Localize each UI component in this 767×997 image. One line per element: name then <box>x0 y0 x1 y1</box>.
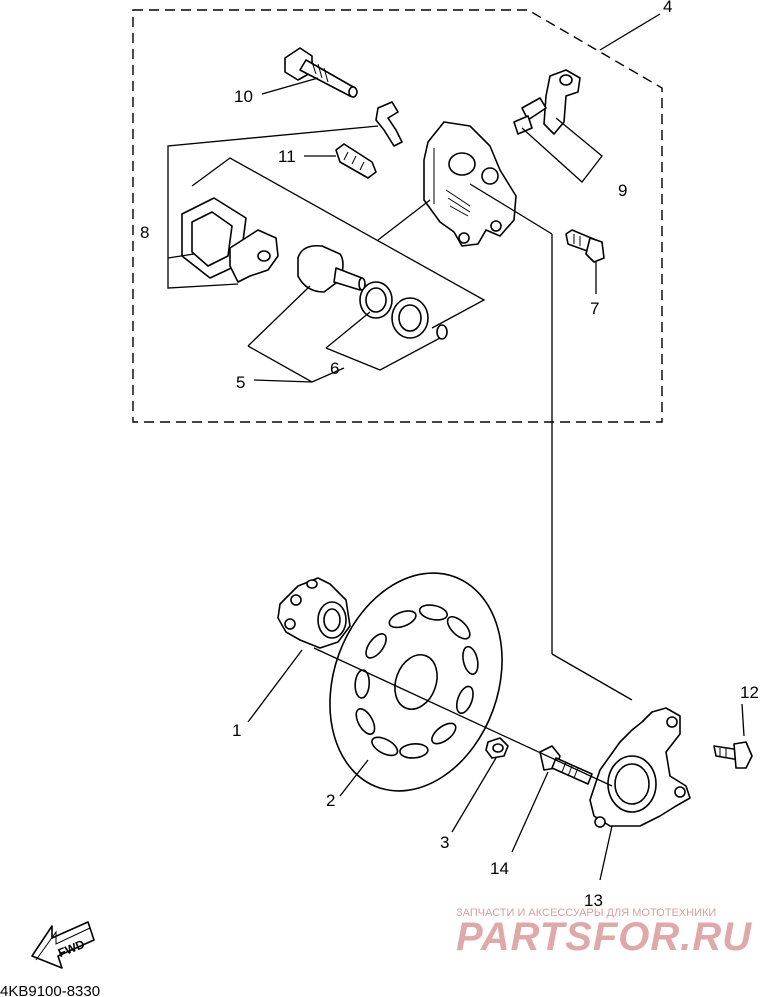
brake-disc-part <box>329 572 503 792</box>
callout-13: 13 <box>584 891 603 910</box>
forward-direction-arrow: FWD <box>31 921 95 969</box>
piston-seals-part <box>359 281 448 340</box>
watermark-tagline: ЗАПЧАСТИ И АКСЕССУАРЫ ДЛЯ МОТОТЕХНИКИ <box>456 907 716 919</box>
disc-vent-slot <box>431 722 457 745</box>
callout-3: 3 <box>440 833 449 852</box>
disc-bolt-part <box>485 737 509 759</box>
disc-vent-slot <box>399 743 429 759</box>
caliper-bracket-part <box>513 69 581 135</box>
disc-vent-slot <box>355 708 376 735</box>
callout-5: 5 <box>236 373 245 392</box>
lower-leader-lines <box>247 647 745 881</box>
callout-9: 9 <box>618 181 627 200</box>
disc-vent-slot <box>388 610 417 629</box>
disc-vent-slot <box>365 633 387 659</box>
partsfor-watermark: ЗАПЧАСТИ И АКСЕССУАРЫ ДЛЯ МОТОТЕХНИКИ PA… <box>456 907 752 959</box>
slide-pin-bolt-part <box>284 47 358 98</box>
diagram-code: 4KB9100-8330 <box>0 983 100 997</box>
brake-disc-hub-part <box>277 577 351 649</box>
callout-2: 2 <box>326 791 335 810</box>
callout-11: 11 <box>278 147 296 166</box>
disc-vent-slot <box>455 685 474 714</box>
bleed-screw-part <box>335 143 377 179</box>
callout-14: 14 <box>490 859 509 878</box>
callout-4: 4 <box>663 0 672 16</box>
caliper-piston-part <box>297 244 366 293</box>
caliper-bolt-part <box>565 229 605 263</box>
brake-pads-part <box>181 197 279 283</box>
pad-spring-clip-part <box>375 101 403 147</box>
callout-8: 8 <box>140 223 149 242</box>
callout-6: 6 <box>330 359 339 378</box>
bracket-bolt-part <box>713 741 753 769</box>
disc-vent-slot <box>418 604 448 621</box>
callout-7: 7 <box>590 299 599 318</box>
upper-leader-lines <box>167 13 661 701</box>
caliper-assembly-boundary <box>132 9 663 423</box>
callout-10: 10 <box>234 87 253 106</box>
callout-1: 1 <box>232 721 241 740</box>
callout-12: 12 <box>740 683 759 702</box>
disc-vent-slot <box>446 615 471 640</box>
disc-vent-slot <box>371 736 399 757</box>
caliper-mount-bracket-part <box>589 707 691 828</box>
watermark-logo: PARTSFOR.RU <box>456 915 752 959</box>
disc-vent-slot <box>462 645 479 675</box>
